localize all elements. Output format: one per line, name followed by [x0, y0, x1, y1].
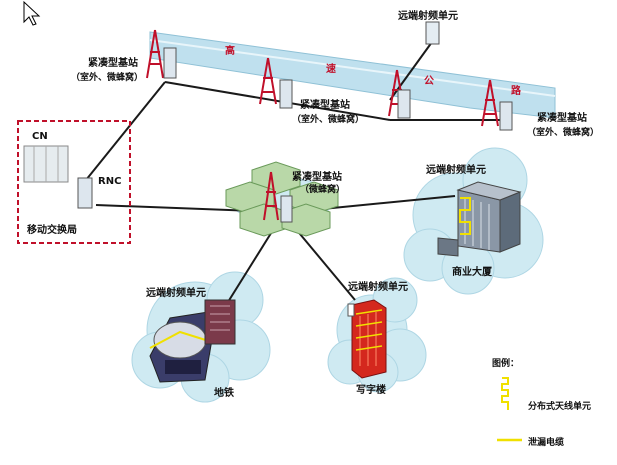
bts-cabinet-icon	[280, 195, 293, 223]
highway-char-4: 路	[511, 84, 522, 97]
tower-icon	[259, 57, 277, 105]
label-bts-top-left-1: 紧凑型基站	[88, 56, 138, 69]
bts-cabinet-icon	[163, 47, 177, 79]
label-bts-right-2: （室外、微蜂窝）	[527, 126, 599, 138]
tower-icon	[146, 29, 164, 79]
subway-icon	[149, 299, 236, 383]
link-rnc-top-bts	[85, 81, 166, 181]
highway-char-2: 速	[326, 62, 336, 75]
legend-distributed-antenna: 分布式天线单元	[528, 400, 591, 412]
tower-icon	[481, 79, 499, 127]
link-center-office	[289, 221, 356, 301]
mouse-cursor-icon	[23, 0, 41, 26]
label-switch-office: 移动交换局	[27, 223, 77, 236]
highway: 高 速 公 路	[149, 31, 556, 119]
commercial-building-icon	[437, 181, 522, 257]
label-rnc: RNC	[98, 176, 121, 187]
label-bts-right-1: 紧凑型基站	[537, 111, 587, 124]
label-bts-center-1: 紧凑型基站	[292, 170, 342, 183]
tower-icon	[263, 171, 279, 221]
legend-title: 图例：	[492, 357, 519, 369]
rnc-cabinet-icon	[77, 177, 93, 209]
label-bts-mid-1: 紧凑型基站	[300, 98, 350, 111]
label-remote-unit-office: 远端射频单元	[348, 280, 408, 293]
office-building-icon	[347, 299, 387, 379]
legend: 图例： 分布式天线单元 泄漏电缆	[492, 357, 591, 448]
label-commercial-building: 商业大厦	[452, 265, 493, 278]
cn-server-icon	[23, 145, 69, 183]
bts-cabinet-icon	[499, 101, 513, 131]
label-remote-unit-top: 远端射频单元	[398, 9, 458, 22]
legend-leaky-cable: 泄漏电缆	[528, 436, 564, 448]
switch-office	[17, 120, 131, 244]
label-office-building: 写字楼	[356, 383, 386, 396]
highway-char-1: 高	[225, 44, 235, 57]
label-cn: CN	[32, 131, 48, 142]
label-bts-top-left-2: （室外、微蜂窝）	[71, 71, 143, 83]
highway-char-3: 公	[424, 75, 434, 87]
label-bts-mid-2: （室外、微蜂窝）	[292, 113, 364, 125]
label-bts-center-2: （微蜂窝）	[300, 183, 345, 195]
link-top-backbone	[164, 81, 391, 121]
remote-radio-unit-icon	[425, 21, 440, 45]
label-remote-unit-subway: 远端射频单元	[146, 286, 206, 299]
bts-cabinet-icon	[397, 89, 411, 119]
distributed-antenna-icon	[501, 377, 509, 410]
label-subway: 地铁	[214, 386, 234, 399]
bts-cabinet-icon	[279, 79, 293, 109]
label-remote-unit-commercial: 远端射频单元	[426, 163, 486, 176]
